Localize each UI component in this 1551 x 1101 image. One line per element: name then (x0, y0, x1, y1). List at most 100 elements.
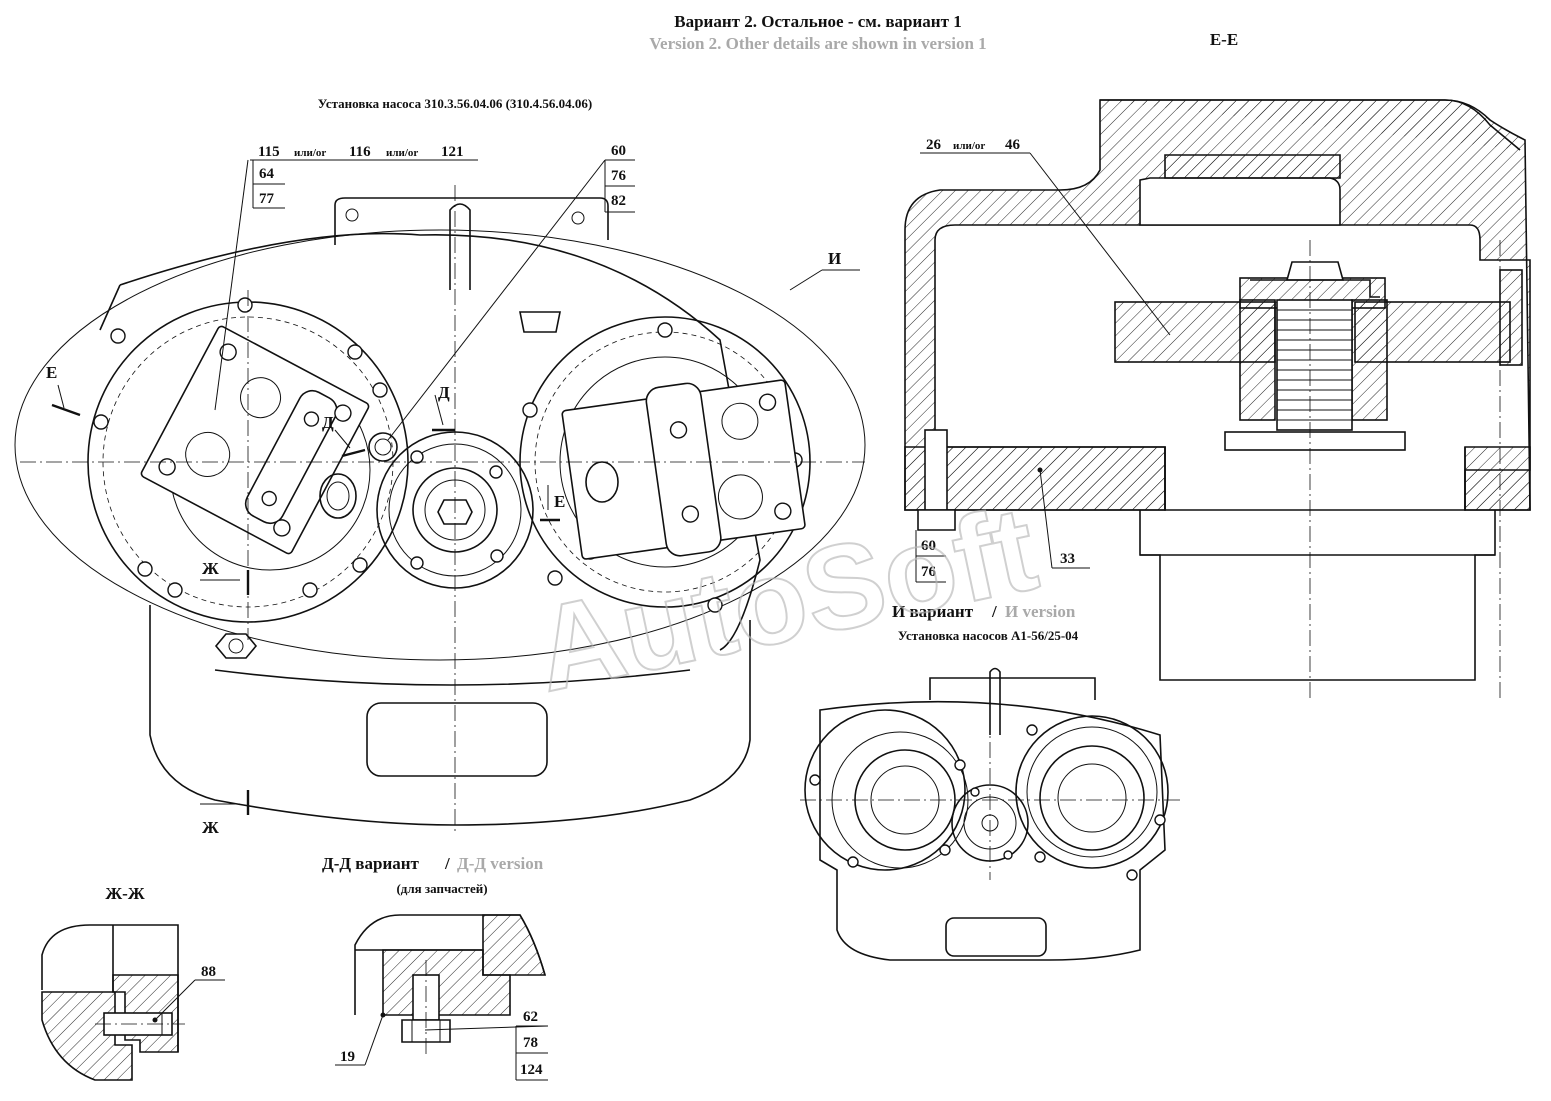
DD-callout-part-19: 19 (340, 1049, 355, 1065)
plug-fitting (368, 432, 398, 462)
DD-callout-leader (424, 1025, 549, 1031)
EE-callout-part-76: 76 (921, 564, 937, 580)
EE-top-bolt (1285, 261, 1345, 281)
section-label-D-top: Д (438, 383, 450, 402)
label-leader (789, 269, 823, 291)
section-ZhZh: Ж-Ж 88 (41, 884, 225, 1081)
EE-right-dowel (1499, 269, 1523, 366)
EE-callout-leader (1039, 469, 1053, 569)
section-label-Zh-bottom: Ж (202, 818, 219, 837)
DD-slash: / (444, 854, 450, 873)
ZhZh-callout-leader (154, 979, 196, 1021)
center-drive-bolts (410, 450, 504, 570)
section-label-E-right: Е (554, 492, 565, 511)
EE-bottom-frame (1164, 447, 1466, 511)
ZhZh-hatch-left (41, 991, 133, 1081)
I-bolts (809, 724, 1166, 881)
housing-outline-left (99, 284, 121, 331)
I-right-pump-hub (1057, 763, 1127, 833)
ZhZh-outline (41, 924, 179, 1052)
left-pump-port-inner (326, 481, 350, 511)
EE-callout-part-33: 33 (1060, 551, 1075, 567)
DD-plug-head (401, 1019, 451, 1043)
EE-top-rib (1164, 154, 1341, 179)
EE-hub-left (1239, 299, 1276, 421)
housing-outline (119, 232, 761, 651)
view-I-slash: / (991, 602, 997, 621)
mounting-bolt (214, 633, 258, 659)
section-EE-title: Е-Е (1210, 30, 1238, 49)
section-DD: Д-Д вариант / Д-Д version (для запчастей… (322, 854, 549, 1081)
view-I-title-en: И version (1005, 602, 1076, 621)
DD-subtitle: (для запчастей) (396, 881, 487, 896)
callout-part-115: 115 (258, 144, 280, 160)
EE-callout-part-60: 60 (921, 538, 936, 554)
callout-or-2: или/or (386, 147, 418, 159)
callout-part-60: 60 (611, 143, 626, 159)
I-right-pump-inner (1026, 726, 1158, 858)
header-title-en: Version 2. Other details are shown in ve… (649, 34, 986, 53)
view-I: И вариант / И version Установка насосов … (800, 602, 1180, 961)
EE-hub-right (1351, 299, 1388, 421)
section-arrow (434, 394, 444, 426)
EE-shaft (1276, 299, 1353, 431)
I-right-pump-body (1039, 745, 1145, 851)
callout-or-1: или/or (294, 147, 326, 159)
EE-callout-leader (1029, 152, 1171, 336)
I-left-pump (804, 709, 966, 871)
view-I-title-ru: И вариант (892, 602, 974, 621)
mounting-bolt-inner (228, 638, 244, 654)
I-right-pump (1015, 715, 1169, 869)
EE-top-wall (1100, 99, 1521, 151)
ZhZh-title: Ж-Ж (105, 884, 144, 903)
ZhZh-callout-dot (152, 1017, 158, 1023)
EE-bottom-plate-right (1464, 446, 1531, 511)
header-title-ru: Вариант 2. Остальное - см. вариант 1 (674, 12, 961, 31)
callout-part-116: 116 (349, 144, 371, 160)
view-label-I: И (828, 249, 841, 268)
DD-title-en: Д-Д version (457, 854, 544, 873)
housing-hole (571, 211, 585, 225)
callout-part-121: 121 (441, 144, 464, 160)
callout-part-64: 64 (259, 166, 275, 182)
main-view: Установка насоса 310.3.56.04.06 (310.4.5… (14, 96, 866, 837)
left-pump-body (140, 325, 370, 555)
section-label-E-left: Е (46, 363, 57, 382)
left-pump-port (319, 473, 357, 519)
DD-title-ru: Д-Д вариант (322, 854, 420, 873)
view-I-caption: Установка насосов А1-56/25-04 (898, 628, 1079, 643)
callout-part-77: 77 (259, 191, 275, 207)
EE-callout-or: или/or (953, 140, 985, 152)
dipstick-tube (449, 203, 471, 290)
main-view-caption: Установка насоса 310.3.56.04.06 (310.4.5… (318, 96, 593, 111)
DD-hatch-right (482, 914, 547, 976)
main-outline-ellipse (14, 229, 866, 661)
DD-callout-part-124: 124 (520, 1062, 543, 1078)
I-housing-top (929, 677, 1096, 700)
DD-callout-part-78: 78 (523, 1035, 538, 1051)
section-mark-E (51, 403, 81, 417)
DD-callout-leader (364, 1014, 384, 1066)
leader-line (214, 159, 249, 411)
EE-callout-dot (1037, 467, 1043, 473)
DD-callout-part-62: 62 (523, 1009, 538, 1025)
EE-lower-flange (1139, 510, 1496, 681)
EE-callout-part-26: 26 (926, 137, 942, 153)
section-EE: Е-Е 26 или/or 46 (904, 30, 1531, 700)
I-dipstick (989, 667, 1001, 735)
housing-lower-rib (214, 669, 691, 686)
section-arrow (57, 384, 65, 409)
section-label-D-left: Д (322, 413, 334, 432)
callout-part-76: 76 (611, 168, 627, 184)
section-mark-D-left (341, 448, 366, 458)
callout-part-82: 82 (611, 193, 626, 209)
DD-callout-dot (380, 1012, 386, 1018)
plug-fitting-inner (374, 438, 392, 456)
ZhZh-callout-part-88: 88 (201, 964, 216, 980)
I-window (945, 917, 1047, 957)
section-arrow (334, 429, 351, 449)
top-plug (519, 311, 561, 333)
EE-spacer (1224, 431, 1406, 451)
EE-stud-nut (917, 509, 956, 531)
